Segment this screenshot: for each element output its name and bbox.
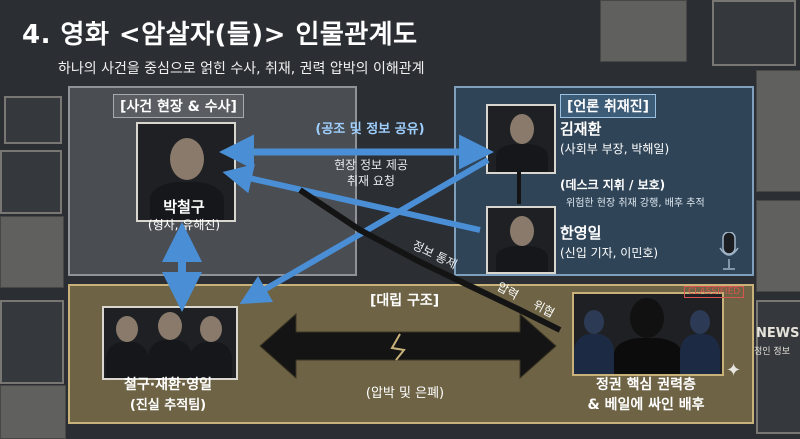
portrait-han-youngil [486,206,556,274]
desk-label: (데스크 지휘 / 보호) [560,178,666,192]
conflict-header: [대립 구조] [370,293,440,309]
truth-team-role: (진실 추적팀) [129,398,207,413]
bg-paper [756,200,800,292]
conflict-arrow [259,312,557,380]
bg-photo [712,0,796,66]
portrait-kim-jaehwan [486,104,556,174]
bg-photo [0,150,62,214]
request-arrow [222,164,481,233]
bg-photo [756,300,800,434]
crack-mark [390,333,406,361]
bg-paper [756,70,800,192]
power-core-role: & 베일에 싸인 배후 [587,397,705,413]
page-subtitle: 하나의 사건을 중심으로 얽힌 수사, 취재, 권력 압박의 이해관계 [58,61,425,77]
bg-photo [4,96,62,144]
desk-note: 위험한 현장 취재 강행, 배후 추적 [566,198,705,209]
investigation-header: [사건 현장 & 수사] [113,94,244,118]
page-title: 4. 영화 <암살자(들)> 인물관계도 [22,20,418,50]
han-youngil-name: 한영일 [560,224,602,242]
portrait-power-core [572,292,724,376]
press-header: [언론 취재진] [560,94,657,118]
bg-paper [600,0,687,62]
park-cheolgu-name: 박철구 [163,198,205,216]
bg-photo [0,300,64,384]
share-label: (공조 및 정보 공유) [315,122,425,137]
info-to-team-arrow [239,157,490,305]
news-label: NEWS [756,326,800,341]
bg-paper [0,216,64,288]
sparkle-icon: ✦ [726,360,742,381]
power-core-name: 정권 핵심 권력층 [596,377,696,393]
pressure-crack [298,187,562,333]
pressure-conceal-label: (압박 및 은폐) [365,386,445,401]
field-info-label: 현장 정보 제공 [334,158,408,172]
request-label: 취재 요청 [347,174,395,188]
portrait-truth-team [102,306,238,380]
kim-jaehwan-role: (사회부 부장, 박해일) [560,142,670,156]
han-youngil-role: (신입 기자, 이민호) [560,246,659,260]
classified-stamp: CLASSIFIED [684,286,745,298]
microphone-icon [719,232,739,270]
kim-jaehwan-name: 김재환 [560,120,602,138]
news-sub-label: 정인 정보 [754,347,790,357]
truth-team-name: 철구·재환·영일 [124,377,212,393]
